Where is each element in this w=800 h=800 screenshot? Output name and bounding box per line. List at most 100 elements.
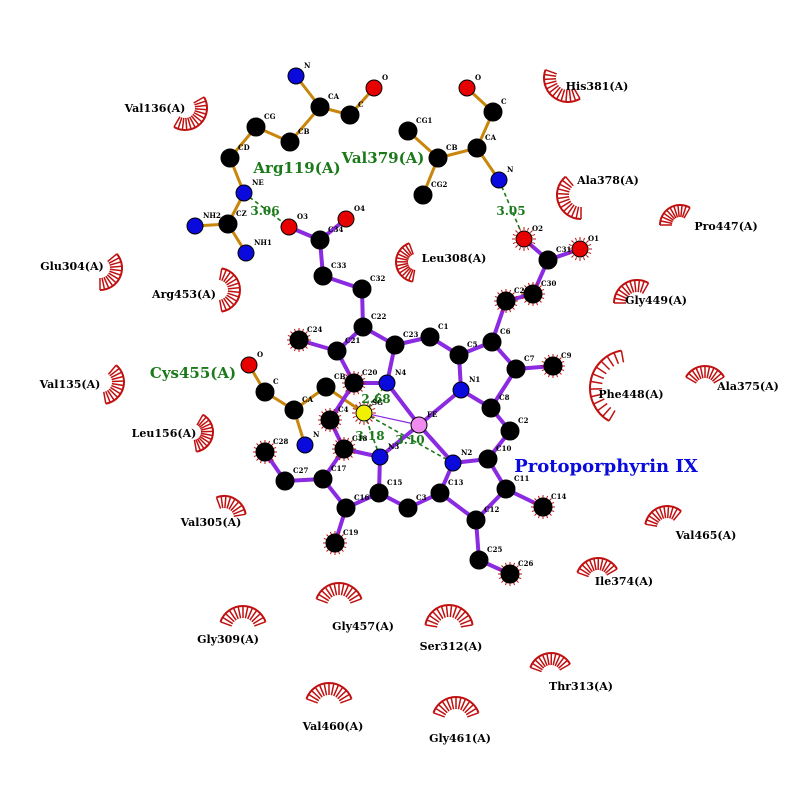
hydrophobic-arc-spoke (324, 586, 333, 598)
atom-label: N3 (388, 442, 399, 451)
hbond-line (363, 412, 454, 464)
sg-fe-link (363, 412, 420, 426)
atom-vC (483, 102, 503, 122)
atom-label: O1 (588, 234, 599, 243)
atom-C2 (500, 421, 520, 441)
atom-layer (186, 67, 592, 586)
atom-contact-tick (498, 568, 502, 572)
hydrophobic-arc-spoke (198, 437, 208, 447)
atom-contact-tick (518, 568, 522, 572)
atom-contact-tick (527, 282, 531, 286)
atom-contact-tick (352, 407, 356, 411)
hydrophobic-arc-spoke (584, 561, 593, 573)
hydrophobic-arc-spoke (560, 200, 572, 209)
hydrophobic-arc-spoke (233, 513, 246, 518)
atom-contact-tick (343, 545, 347, 549)
atom-contact-tick (555, 354, 559, 358)
hydrophobic-arc (105, 364, 125, 405)
hydrophobic-arc-spoke (606, 568, 618, 576)
atom-label: NH2 (203, 211, 221, 220)
hydrophobic-arc-spoke (654, 508, 663, 520)
atom-C28 (255, 442, 275, 462)
atom-rCD (220, 148, 240, 168)
atom-contact-tick (332, 443, 336, 447)
hydrophobic-arc-spoke (340, 583, 345, 596)
hydrophobic-arc-spoke (566, 204, 575, 216)
atom-contact-tick (323, 545, 327, 549)
hydrophobic-arc-spoke (199, 422, 212, 430)
atom-label: C16 (354, 493, 369, 502)
hydrophobic-arc-spoke (196, 414, 204, 426)
hydrophobic-arc-spoke (200, 434, 212, 441)
hydrophobic-arc-spoke (546, 653, 550, 666)
atom-C3 (398, 498, 418, 518)
hydrophobic-arc-spoke (348, 593, 360, 602)
hydrophobic-arc-spoke (454, 607, 462, 620)
hydrophobic-arc-spoke (227, 286, 240, 290)
atom-contact-tick (521, 288, 525, 292)
atom-contact-tick (293, 348, 297, 352)
hydrophobic-arc-spoke (450, 697, 455, 710)
hydrophobic-arc-spoke (401, 246, 412, 257)
hydrophobic-arc-spoke (661, 216, 673, 223)
atom-label: C15 (387, 478, 402, 487)
atom-contact-tick (253, 446, 257, 450)
atom-C12 (466, 510, 486, 530)
atom-label: NE (252, 178, 264, 187)
atom-contact-tick (259, 460, 263, 464)
hydrophobic-arc-spoke (545, 69, 557, 75)
atom-rNH2 (186, 217, 204, 235)
hydrophobic-arc-spoke (318, 684, 325, 697)
hydrophobic-residue-label: Val136(A) (124, 102, 186, 115)
hydrophobic-arc-spoke (228, 498, 236, 510)
atom-label: C24 (307, 325, 322, 334)
hydrophobic-arc-spoke (608, 410, 616, 422)
hydrophobic-arc-spoke (436, 607, 444, 620)
hydrophobic-residue-label: Gly309(A) (197, 633, 259, 646)
atom-label: N4 (395, 368, 406, 377)
atom-C11 (496, 479, 516, 499)
hydrophobic-arc-spoke (590, 393, 603, 398)
atom-contact-tick (504, 562, 508, 566)
hydrophobic-arc-spoke (708, 367, 715, 380)
atom-contact-tick (571, 255, 574, 258)
atom-contact-tick (318, 422, 322, 426)
hydrophobic-arc-spoke (399, 249, 410, 258)
atom-vN (490, 171, 508, 189)
atom-contact-tick (372, 415, 376, 419)
hydrophobic-arc-spoke (688, 372, 699, 382)
atom-contact-tick (531, 501, 535, 505)
hydrophobic-arc-spoke (462, 700, 471, 712)
atom-C1 (420, 327, 440, 347)
hydrophobic-arc-spoke (397, 264, 409, 271)
atom-cO (240, 356, 258, 374)
atom-contact-tick (348, 391, 352, 395)
atom-O3 (280, 218, 298, 236)
atom-C4 (320, 410, 340, 430)
atom-C31 (538, 250, 558, 270)
atom-contact-tick (515, 245, 518, 248)
atom-contact-tick (586, 240, 589, 243)
atom-contact-tick (545, 515, 549, 519)
atom-vCB (428, 148, 448, 168)
atom-label: NH1 (254, 238, 272, 247)
atom-contact-tick (338, 414, 342, 418)
hydrophobic-arc-spoke (681, 205, 687, 218)
atom-contact-tick (370, 419, 373, 422)
hydrophobic-arc (576, 557, 618, 573)
hydrophobic-arc-spoke (460, 624, 473, 628)
hydrophobic-residue-label: Gly457(A) (332, 620, 394, 633)
hydrophobic-arc-spoke (108, 388, 119, 398)
atom-label: C2 (518, 416, 529, 425)
atom-contact-tick (346, 457, 350, 461)
atom-label: O2 (532, 224, 543, 233)
hydrophobic-residue-label: Ala375(A) (716, 380, 779, 393)
bonded-residue-label: Val379(A) (341, 149, 425, 167)
hydrophobic-arc-spoke (187, 117, 192, 130)
hydrophobic-arc-spoke (177, 117, 183, 130)
atom-FE (410, 416, 428, 434)
atom-label: C14 (551, 492, 566, 501)
hydrophobic-residue-label: Val135(A) (39, 378, 101, 391)
hydrophobic-arc-spoke (530, 666, 542, 673)
hydrophobic-arc-spoke (181, 117, 185, 130)
